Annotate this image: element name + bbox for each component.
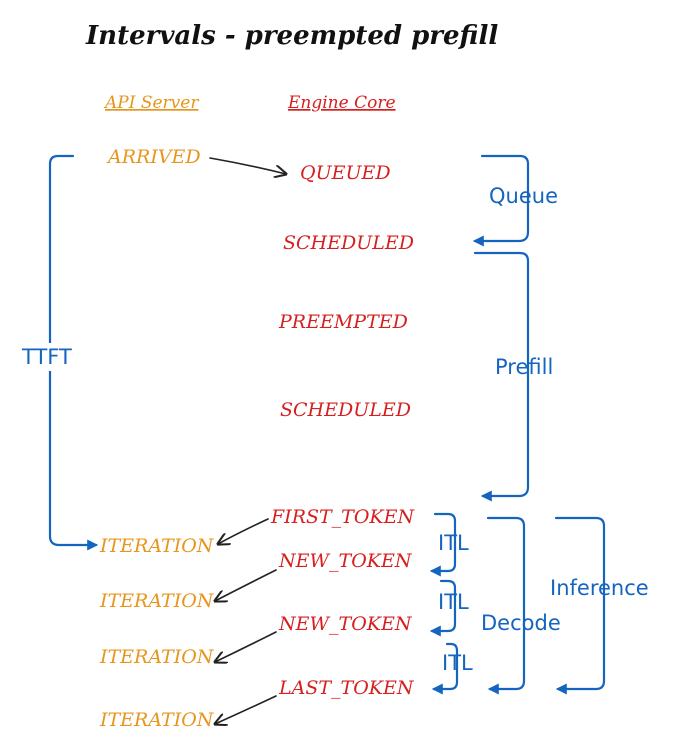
ttft-label-backdrop bbox=[20, 343, 80, 371]
queue-bracket bbox=[472, 154, 530, 247]
engine-core-header: Engine Core bbox=[287, 93, 396, 113]
state-new-token-2: NEW_TOKEN bbox=[278, 613, 413, 635]
state-iteration-3: ITERATION bbox=[99, 646, 215, 668]
state-scheduled-2: SCHEDULED bbox=[280, 399, 411, 421]
state-iteration-2: ITERATION bbox=[99, 590, 215, 612]
state-first-token: FIRST_TOKEN bbox=[270, 506, 415, 528]
state-iteration-4: ITERATION bbox=[99, 709, 215, 731]
prefill-bracket bbox=[473, 251, 530, 502]
arrow-new-token-1-to-iteration bbox=[215, 569, 277, 601]
itl-label-2: ITL bbox=[438, 590, 469, 614]
arrow-first-token-to-iteration bbox=[218, 518, 269, 544]
decode-label: Decode bbox=[481, 611, 561, 635]
itl-bracket-3 bbox=[431, 642, 459, 695]
prefill-label: Prefill bbox=[495, 355, 553, 379]
queue-label: Queue bbox=[489, 184, 558, 208]
state-arrived: ARRIVED bbox=[106, 146, 201, 168]
arrow-last-token-to-iteration bbox=[215, 695, 277, 724]
itl-label-1: ITL bbox=[438, 531, 469, 555]
itl-bracket-1 bbox=[429, 512, 457, 577]
state-queued: QUEUED bbox=[300, 162, 391, 184]
diagram-title: Intervals - preempted prefill bbox=[85, 21, 498, 51]
state-preempted: PREEMPTED bbox=[278, 311, 408, 333]
decode-bracket bbox=[486, 516, 526, 695]
itl-bracket-2 bbox=[429, 579, 457, 637]
state-scheduled-1: SCHEDULED bbox=[283, 232, 414, 254]
state-last-token: LAST_TOKEN bbox=[278, 677, 415, 699]
arrow-new-token-2-to-iteration bbox=[215, 631, 277, 662]
ttft-label: TTFT bbox=[21, 345, 72, 369]
inference-label: Inference bbox=[550, 576, 649, 600]
state-new-token-1: NEW_TOKEN bbox=[278, 550, 413, 572]
inference-bracket bbox=[554, 516, 606, 695]
itl-label-3: ITL bbox=[442, 651, 473, 675]
api-server-header: API Server bbox=[103, 93, 199, 113]
state-iteration-1: ITERATION bbox=[99, 535, 215, 557]
arrow-arrived-to-queued bbox=[209, 157, 286, 174]
